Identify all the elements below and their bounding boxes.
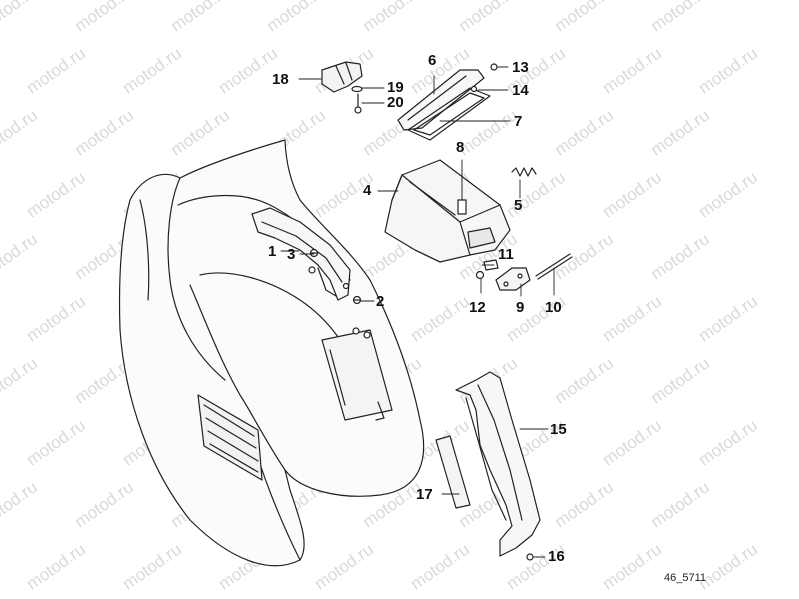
nut-part-14 xyxy=(470,85,478,93)
lid-part-6 xyxy=(397,69,485,131)
screw-part-13 xyxy=(490,63,498,71)
diagram-code: 46_5711 xyxy=(664,572,707,584)
nut-part-12 xyxy=(475,270,485,280)
callout-7: 7 xyxy=(514,113,523,130)
spring-part-5 xyxy=(511,167,537,177)
storage-compartment-part-4 xyxy=(384,159,511,263)
bolt-part-20 xyxy=(354,93,362,114)
bracket-part-1 xyxy=(251,207,351,301)
callout-16: 16 xyxy=(548,548,565,565)
screw-part-16 xyxy=(526,553,534,561)
side-cover-part-15 xyxy=(455,371,541,557)
callout-9: 9 xyxy=(516,299,525,316)
rod-part-10 xyxy=(535,253,573,280)
callout-20: 20 xyxy=(387,94,404,111)
vent-grille xyxy=(197,394,263,481)
inner-recess xyxy=(321,329,393,421)
screw-part-2 xyxy=(352,295,362,305)
callout-3: 3 xyxy=(287,246,296,263)
callout-4: 4 xyxy=(363,182,372,199)
screw-part-3 xyxy=(309,248,319,258)
callout-6: 6 xyxy=(428,52,437,69)
callout-1: 1 xyxy=(268,243,277,260)
fairing-side-panel xyxy=(118,139,425,567)
seal-part-7 xyxy=(407,87,491,141)
trim-strip-part-17 xyxy=(435,435,471,509)
callout-17: 17 xyxy=(416,486,433,503)
callout-18: 18 xyxy=(272,71,289,88)
callout-8: 8 xyxy=(456,139,465,156)
callout-14: 14 xyxy=(512,82,529,99)
callout-19: 19 xyxy=(387,79,404,96)
lock-bracket-part-9 xyxy=(495,267,531,291)
callout-2: 2 xyxy=(376,293,385,310)
callout-12: 12 xyxy=(469,299,486,316)
callout-15: 15 xyxy=(550,421,567,438)
hinge-part-18 xyxy=(321,61,363,93)
callout-5: 5 xyxy=(514,197,523,214)
callout-13: 13 xyxy=(512,59,529,76)
washer-part-19 xyxy=(351,85,363,93)
callout-10: 10 xyxy=(545,299,562,316)
panel-bolt xyxy=(352,327,371,339)
callout-11: 11 xyxy=(498,246,514,263)
leader-lines xyxy=(280,66,555,558)
